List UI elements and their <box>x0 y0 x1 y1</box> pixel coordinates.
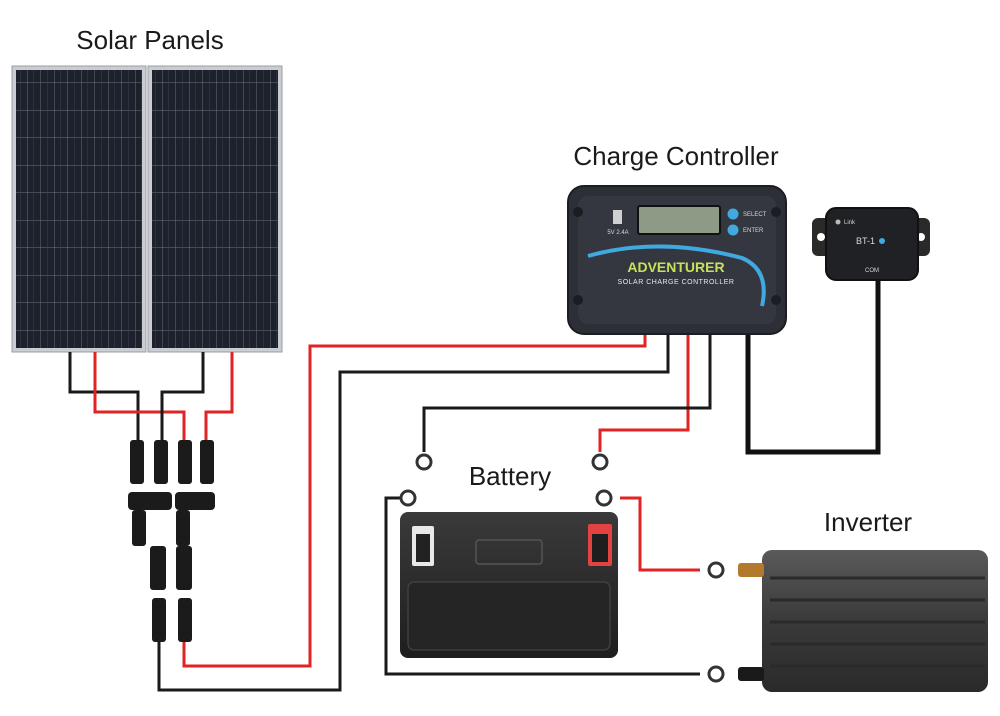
solar-panel-left <box>11 65 147 353</box>
battery-to-inverter-wiring <box>384 496 700 676</box>
battery-label: Battery <box>469 461 551 491</box>
usb-rating: 5V 2.4A <box>607 230 628 236</box>
solar-panel-right <box>147 65 283 353</box>
array-to-controller-wiring <box>157 332 670 692</box>
inverter <box>738 550 988 692</box>
bt-module: Link BT-1 COM <box>812 207 930 281</box>
controller-subtitle: SOLAR CHARGE CONTROLLER <box>618 279 735 286</box>
select-label: SELECT <box>743 212 767 218</box>
select-button[interactable] <box>727 208 739 220</box>
bt-cable <box>745 278 881 455</box>
controller-to-battery-wiring <box>422 332 712 452</box>
bt-model: BT-1 <box>856 236 875 246</box>
controller-brand: ADVENTURER <box>627 259 724 275</box>
bt-port-label: COM <box>865 268 879 274</box>
inverter-label: Inverter <box>824 507 912 537</box>
ring-terminals <box>399 453 725 683</box>
bluetooth-icon <box>879 238 885 244</box>
mc4-connectors <box>128 440 215 642</box>
usb-port <box>613 210 622 224</box>
lcd-screen <box>637 205 721 235</box>
link-led-icon <box>835 219 841 225</box>
enter-label: ENTER <box>743 228 764 234</box>
charge-controller-label: Charge Controller <box>573 141 779 171</box>
swoosh-accent <box>587 244 766 307</box>
charge-controller: 5V 2.4A SELECT ENTER ADVENTURER SOLAR CH… <box>567 185 787 335</box>
panel-wiring <box>68 352 234 440</box>
solar-panels-label: Solar Panels <box>76 25 223 55</box>
enter-button[interactable] <box>727 224 739 236</box>
battery <box>400 512 618 658</box>
bt-link-label: Link <box>844 220 856 226</box>
